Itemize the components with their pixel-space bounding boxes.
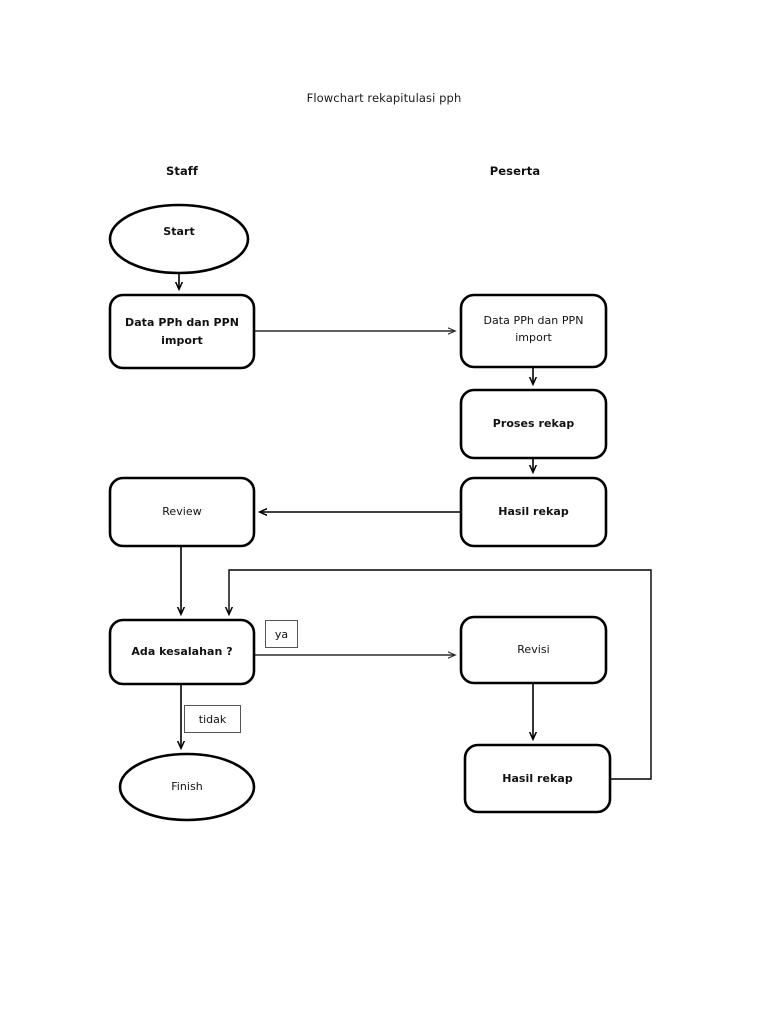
node-hasil-rekap-2-shape	[463, 743, 612, 814]
lane-header-peserta: Peserta	[489, 164, 541, 178]
node-finish-shape	[118, 752, 256, 822]
node-keputusan-shape	[108, 618, 256, 686]
edge-hasil-rekap-2-to-keputusan	[229, 569, 652, 780]
page-title: Flowchart rekapitulasi pph	[306, 91, 462, 105]
node-review-shape	[108, 476, 256, 548]
edge-label-tidak: tidak	[184, 705, 241, 733]
node-data-staff-shape	[108, 293, 256, 370]
node-proses-rekap-shape	[459, 388, 608, 460]
node-data-peserta-shape	[459, 293, 608, 369]
node-hasil-rekap-1-shape	[459, 476, 608, 548]
lane-header-staff: Staff	[165, 164, 199, 178]
edge-label-ya: ya	[265, 620, 298, 648]
node-start-shape	[108, 203, 250, 275]
node-revisi-shape	[459, 615, 608, 685]
